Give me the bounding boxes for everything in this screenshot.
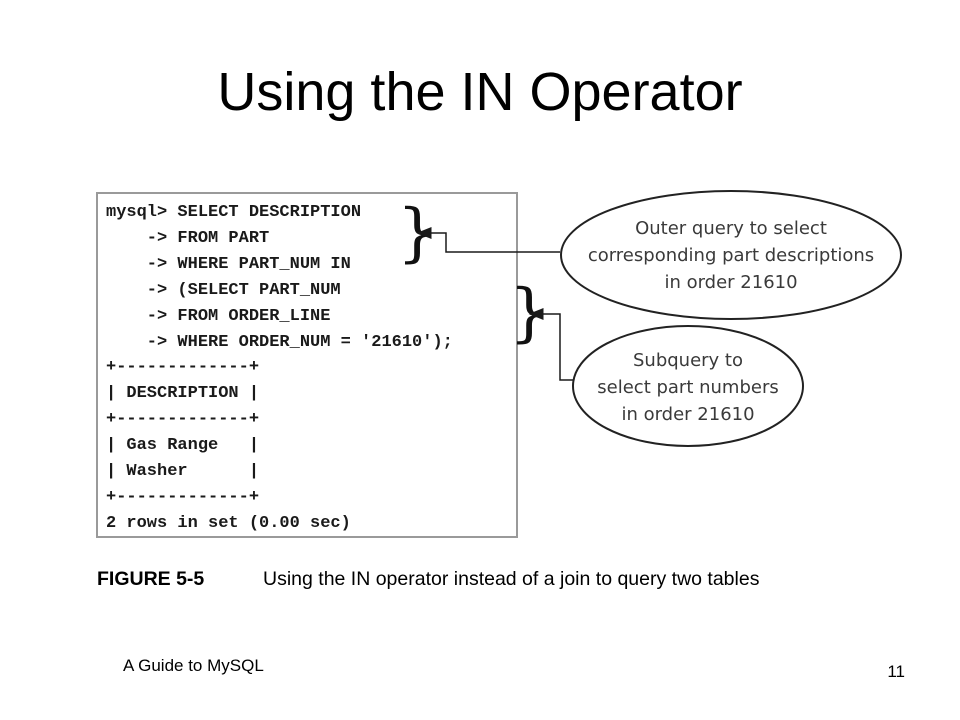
subquery-arrow-icon xyxy=(528,308,573,381)
terminal-lines: mysql> SELECT DESCRIPTION -> FROM PART -… xyxy=(106,200,453,537)
terminal-line: | Washer | xyxy=(106,462,260,482)
terminal-line: +-------------+ xyxy=(106,487,260,507)
mysql-terminal-output: mysql> SELECT DESCRIPTION -> FROM PART -… xyxy=(96,192,518,538)
slide-page-number: 11 xyxy=(887,662,905,681)
terminal-line: +-------------+ xyxy=(106,410,260,430)
terminal-line: -> FROM ORDER_LINE xyxy=(106,306,331,326)
subquery-callout-line: in order 21610 xyxy=(621,404,754,425)
terminal-line: | DESCRIPTION | xyxy=(106,384,260,404)
terminal-line: -> WHERE ORDER_NUM = '21610'); xyxy=(106,332,453,352)
terminal-line: mysql> SELECT DESCRIPTION xyxy=(106,203,362,222)
terminal-line: -> FROM PART xyxy=(106,228,270,248)
terminal-line: -> WHERE PART_NUM IN xyxy=(106,254,351,274)
subquery-callout-bubble xyxy=(572,325,804,447)
outer-query-callout-line: in order 21610 xyxy=(664,272,797,293)
terminal-line: -> (SELECT PART_NUM xyxy=(106,280,341,300)
terminal-line: 2 rows in set (0.00 sec) xyxy=(106,513,351,533)
outer-query-arrow-icon xyxy=(416,227,560,253)
subquery-brace-icon: } xyxy=(509,276,550,350)
terminal-line: +-------------+ xyxy=(106,358,260,378)
slide-title: Using the IN Operator xyxy=(217,62,743,122)
outer-query-callout-bubble xyxy=(560,190,902,320)
subquery-callout-line: select part numbers xyxy=(597,377,778,398)
terminal-line: | Gas Range | xyxy=(106,436,260,456)
outer-query-callout-line: corresponding part descriptions xyxy=(588,245,874,266)
outer-query-callout-line: Outer query to select xyxy=(635,218,827,239)
footer-book-title: A Guide to MySQL xyxy=(123,656,264,675)
figure-caption: FIGURE 5-5 Using the IN operator instead … xyxy=(97,565,759,593)
figure-label: FIGURE 5-5 xyxy=(97,568,205,590)
figure-caption-text: Using the IN operator instead of a join … xyxy=(263,568,760,590)
subquery-callout-line: Subquery to xyxy=(633,350,743,371)
